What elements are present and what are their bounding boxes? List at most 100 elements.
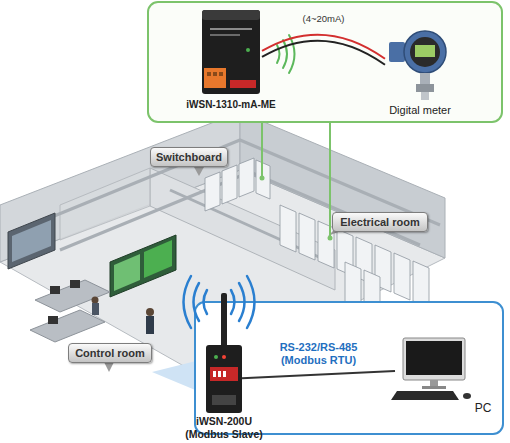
sensor-panel-part — [260, 176, 265, 181]
electrical-room-cabinets — [280, 205, 429, 317]
pressure-meter-art-part — [416, 84, 434, 92]
pc-computer: PC — [395, 338, 475, 400]
gateway-art-part — [218, 371, 221, 377]
gateway-device: iWSN-200U (Modbus Slave) — [206, 345, 242, 413]
gateway-art-part — [223, 371, 226, 377]
pc-art-part — [430, 380, 438, 387]
pressure-meter-art-part — [421, 92, 429, 100]
edge-label: (4~20mA) — [289, 12, 359, 25]
sensor-panel — [148, 2, 502, 241]
io-module-art-part — [246, 48, 250, 52]
cable-trays-part — [170, 190, 330, 262]
wire-red — [262, 35, 385, 59]
cable-line — [242, 371, 395, 378]
control-room-equipment-part — [92, 297, 99, 304]
gateway-waves-part — [231, 290, 235, 314]
wire-black — [262, 41, 385, 65]
io-module-art-part — [207, 72, 211, 76]
tag-pointers-part — [104, 362, 114, 372]
gateway-art-part — [222, 355, 226, 359]
gateway-waves-part — [247, 276, 255, 328]
electrical-room-cabinets-part — [299, 213, 315, 260]
sensor-panel-part — [261, 122, 263, 178]
gateway-waves-part — [194, 283, 200, 321]
pc-art-part — [406, 341, 462, 375]
cable-trays — [20, 140, 440, 262]
tag-label: Electrical room — [340, 216, 419, 228]
control-room-equipment-part — [12, 220, 51, 262]
control-room-equipment-part — [50, 286, 60, 294]
gateway-art-part — [214, 355, 218, 359]
tag-label: Switchboard — [156, 151, 222, 163]
control-room-equipment-part — [110, 235, 176, 297]
pc-art — [395, 338, 475, 400]
switchboard-cabinets-part — [205, 172, 220, 211]
gateway-art-part — [206, 345, 242, 413]
device-label: Digital meter — [380, 104, 460, 117]
io-module-art-part — [204, 68, 226, 88]
control-room-equipment-part — [70, 280, 80, 288]
gateway-panel-part — [195, 302, 503, 434]
gateway-art-part — [210, 367, 238, 381]
io-module-art-part — [230, 80, 256, 88]
electrical-room-cabinets-part — [280, 205, 296, 252]
pc-art-part — [463, 393, 471, 399]
gateway-art-part — [221, 293, 227, 349]
gateway-waves-part — [239, 283, 245, 321]
io-module-art-part — [210, 28, 252, 30]
control-room-equipment-part — [92, 303, 99, 315]
io-module-art-part — [202, 10, 260, 20]
gateway-art — [206, 345, 242, 413]
tag-pointers-part — [194, 167, 204, 176]
io-module-art-part — [219, 72, 223, 76]
edge-label: RS-232/RS-485 (Modbus RTU) — [261, 341, 376, 367]
building-shell-part — [0, 112, 240, 262]
electrical-room-cabinets-part — [413, 261, 429, 308]
control-room-equipment-part — [146, 308, 154, 316]
gateway-art-part — [213, 371, 216, 377]
control-room-equipment-part — [114, 254, 140, 291]
device-label: iWSN-1310-mA-ME — [181, 98, 281, 111]
area-tag: Electrical room — [332, 212, 428, 232]
sensor-waves-part — [283, 40, 287, 68]
sensor-panel-part — [148, 2, 502, 122]
sensor-panel-part — [329, 122, 331, 238]
gateway-waves-part — [184, 276, 192, 328]
gateway-waves — [184, 276, 255, 328]
pc-art-part — [403, 338, 465, 380]
sensor-panel-part — [328, 236, 333, 241]
switchboard-cabinets-part — [239, 158, 254, 197]
io-module-art — [200, 10, 262, 94]
pressure-meter-art-part — [410, 37, 440, 67]
io-module: iWSN-1310-mA-ME — [200, 10, 262, 94]
pressure-meter-art-part — [389, 42, 405, 62]
tag-label: Control room — [75, 347, 145, 359]
io-module-art-part — [202, 10, 260, 94]
switchboard-cabinets-part — [222, 165, 237, 204]
device-label: PC — [471, 402, 495, 415]
gateway-panel-part — [152, 360, 200, 392]
pressure-meter-art-part — [404, 31, 446, 73]
gateway-panel — [152, 302, 503, 434]
gateway-art-part — [212, 395, 236, 405]
io-module-art-part — [210, 34, 240, 36]
device-label: iWSN-200U (Modbus Slave) — [178, 415, 270, 441]
pc-art-part — [391, 391, 459, 400]
area-tag: Switchboard — [150, 147, 228, 167]
pressure-meter-art-part — [420, 73, 430, 85]
electrical-room-cabinets-part — [394, 253, 410, 300]
digital-meter: Digital meter — [385, 28, 455, 100]
control-room-equipment — [8, 213, 176, 342]
area-tag: Control room — [68, 343, 152, 363]
sensor-waves-part — [289, 35, 295, 73]
control-room-equipment-part — [144, 240, 172, 278]
pc-art-part — [422, 386, 446, 389]
control-room-equipment-part — [8, 213, 55, 269]
building-shell-part — [60, 168, 150, 240]
pressure-meter-art-part — [415, 45, 435, 57]
io-module-art-part — [213, 72, 217, 76]
gateway-waves-part — [204, 290, 208, 314]
control-room-equipment-part — [146, 316, 154, 334]
serial-cable — [242, 371, 395, 378]
